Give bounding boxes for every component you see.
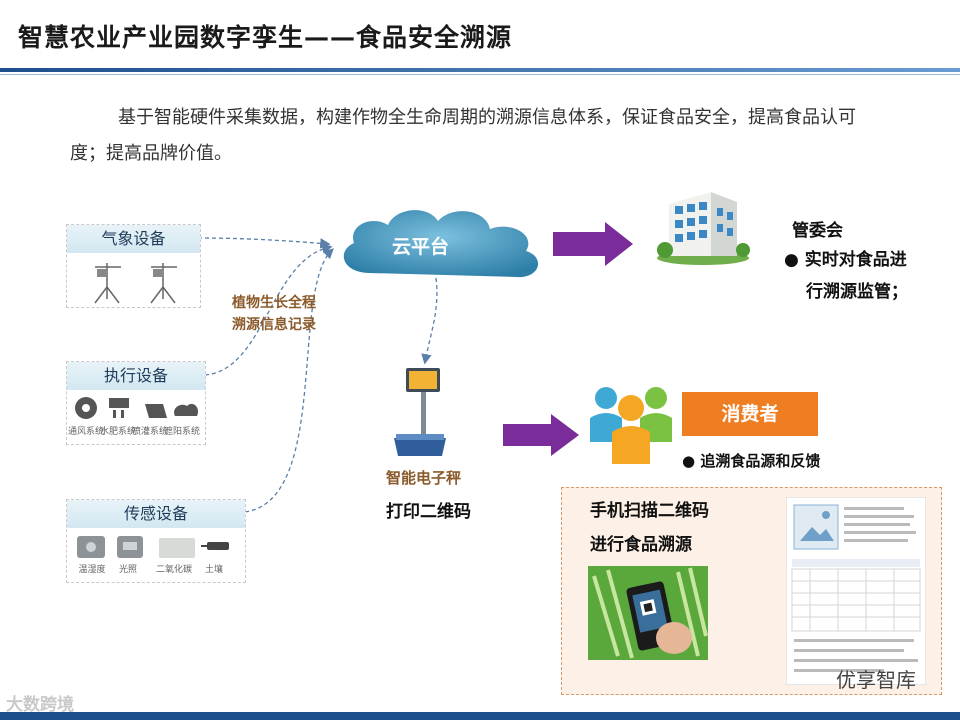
title-rule-thin	[0, 74, 960, 75]
actuator-icons	[75, 397, 199, 419]
actuator-item: 水肥系统	[99, 427, 136, 437]
page-title: 智慧农业产业园数字孪生——食品安全溯源	[18, 23, 513, 52]
watermark-right: 优享智库	[836, 668, 916, 692]
connector-sensor	[244, 248, 334, 513]
sensor-device-card: 传感设备 温湿度 光照 二氧化碳 土壤	[66, 499, 246, 583]
building-icon	[657, 192, 750, 265]
sensor-item: 光照	[118, 565, 137, 575]
weather-device-label: 气象设备	[67, 225, 200, 253]
sensor-item: 温湿度	[78, 565, 106, 575]
footer-bar	[0, 712, 960, 720]
actuator-item: 遮阳系统	[163, 427, 200, 437]
bullet-dot-icon: ●	[682, 452, 701, 470]
connector-weather	[197, 237, 331, 249]
scan-line-2: 进行食品溯源	[590, 535, 692, 555]
people-icon	[590, 387, 672, 464]
title-rule	[0, 68, 960, 72]
cloud-label: 云平台	[392, 236, 450, 258]
actuator-device-label: 执行设备	[67, 362, 205, 390]
watermark-left: 大数跨境	[6, 695, 74, 715]
intro-text: 基于智能硬件采集数据，构建作物全生命周期的溯源信息体系，保证食品安全，提高食品认…	[70, 107, 856, 164]
sensor-item: 土壤	[204, 565, 223, 575]
scan-line-1: 手机扫描二维码	[590, 501, 709, 521]
connector-cloud-scale	[421, 277, 438, 365]
arrow-cloud-committee	[553, 222, 633, 266]
sensor-item: 二氧化碳	[155, 565, 192, 575]
traceability-document	[786, 497, 926, 685]
committee-label: 管委会	[792, 221, 843, 241]
actuator-device-card: 执行设备 通风系统 水肥系统 喷灌系统 遮阳系统	[66, 361, 206, 445]
connector-actuator	[204, 243, 333, 376]
link-label: 植物生长全程 溯源信息记录	[232, 292, 316, 336]
sensor-device-label: 传感设备	[67, 500, 245, 528]
consumer-bullet: ● 追溯食品源和反馈	[682, 450, 820, 471]
scale-action: 打印二维码	[386, 502, 471, 522]
arrow-scale-consumer	[503, 414, 579, 456]
sensor-icons	[77, 536, 229, 558]
committee-bullet-line: 行溯源监管；	[806, 282, 908, 302]
consumer-badge: 消费者	[682, 392, 818, 436]
weather-device-card: 气象设备	[66, 224, 201, 308]
actuator-item: 通风系统	[67, 427, 104, 437]
bullet-dot-icon: ●	[784, 250, 805, 270]
committee-bullet-line: 实时对食品进	[804, 250, 907, 270]
weather-station-icon	[94, 263, 177, 304]
scale-label: 智能电子秤	[386, 469, 462, 487]
cloud-icon	[343, 210, 539, 278]
electronic-scale-icon	[394, 368, 446, 456]
link-label-line: 溯源信息记录	[232, 317, 316, 333]
consumer-bullet-text: 追溯食品源和反馈	[700, 452, 821, 470]
link-label-line: 植物生长全程	[232, 295, 316, 311]
phone-scan-photo	[588, 566, 708, 660]
committee-bullet: ● 实时对食品进 行溯源监管；	[784, 244, 908, 308]
actuator-item: 喷灌系统	[131, 427, 168, 437]
